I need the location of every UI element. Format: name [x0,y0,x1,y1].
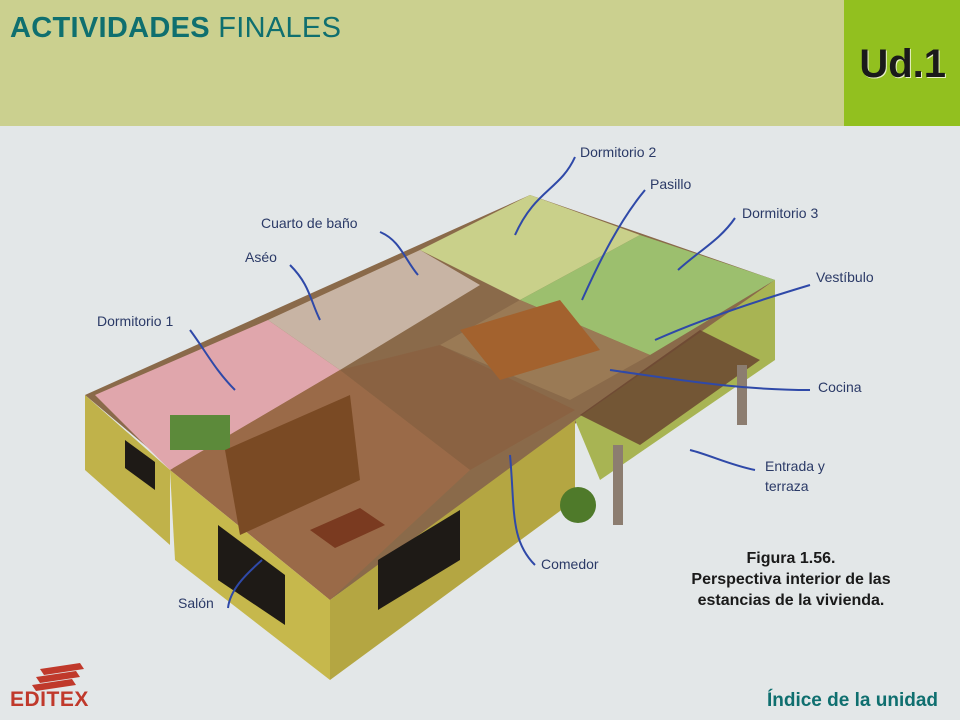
label-dormitorio1: Dormitorio 1 [97,313,173,329]
window-comedor [378,510,460,610]
caption-line-3: estancias de la vivienda. [697,592,885,609]
label-cuarto-bano: Cuarto de baño [261,215,358,231]
title-bold: ACTIVIDADES [10,12,210,44]
room-dormitorio2 [420,195,640,300]
arrow-dormitorio1 [189,329,236,391]
arrow-vestibulo [654,284,811,341]
house-illustration: Dormitorio 2 Pasillo Dormitorio 3 Cuarto… [85,144,874,680]
header-bar: ACTIVIDADES FINALES [0,0,844,126]
figure-caption: Figura 1.56. Perspectiva interior de las… [646,548,936,611]
room-dormitorio3 [520,235,775,355]
arrow-salon [227,559,263,609]
label-entrada-1: Entrada y [765,458,825,474]
arrow-bano [379,231,419,276]
arrow-cocina [609,369,811,391]
arrow-comedor [509,454,536,566]
room-dining [340,345,575,470]
label-vestibulo: Vestíbulo [816,269,874,285]
arrow-aseo [289,264,321,321]
plant-terrace [560,487,596,523]
label-aseo: Aséo [245,249,277,265]
page-title: ACTIVIDADES FINALES [10,12,341,45]
tv-cabinet [225,395,360,535]
coffee-table [310,508,385,548]
arrow-entrada [689,449,756,471]
pergola-column [737,365,747,425]
room-dormitorio1 [95,320,340,470]
label-dormitorio2: Dormitorio 2 [580,144,656,160]
wall-left-front [85,395,170,545]
logo-text: EDITEX [10,688,89,711]
kitchen-cabinets [460,300,600,380]
label-entrada-2: terraza [765,478,809,494]
room-bathroom [268,250,480,370]
unit-label: Ud.1 [859,42,946,86]
editex-logo-icon [32,663,84,691]
index-link[interactable]: Índice de la unidad [766,690,938,711]
window-salon [218,525,285,625]
arrow-dormitorio3 [677,217,736,271]
window-dormitorio1 [125,440,155,490]
pergola [580,330,760,445]
arrow-dormitorio2 [514,156,576,236]
label-cocina: Cocina [818,379,862,395]
caption-line-1: Figura 1.56. [746,550,836,567]
arrow-pasillo [581,189,646,301]
bed-dormitorio1 [170,415,230,450]
caption-line-2: Perspectiva interior de las [691,571,891,588]
unit-badge: Ud.1 [844,0,960,126]
label-salon: Salón [178,595,214,611]
label-pasillo: Pasillo [650,176,691,192]
label-comedor: Comedor [541,556,599,572]
pergola-column [613,445,623,525]
label-dormitorio3: Dormitorio 3 [742,205,818,221]
title-light: FINALES [218,12,342,44]
